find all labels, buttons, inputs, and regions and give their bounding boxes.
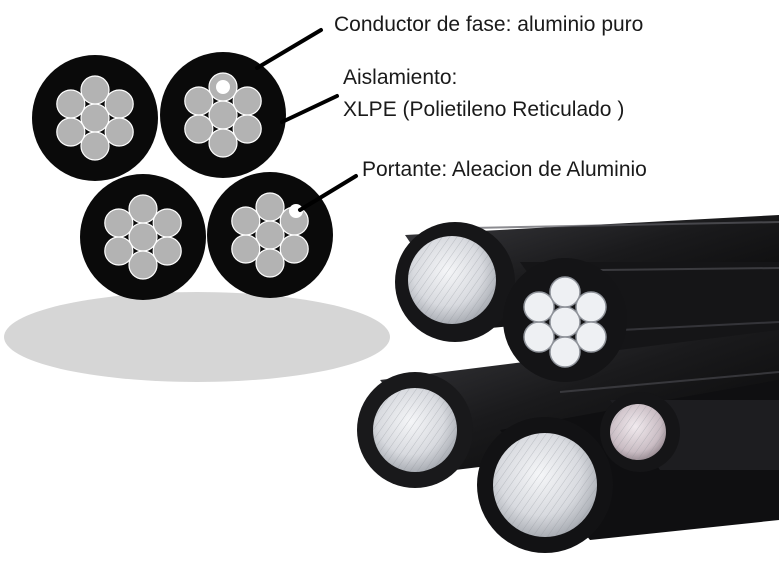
cable-photo <box>357 215 779 553</box>
label-insulation-title: Aislamiento: <box>343 66 458 89</box>
photo-conductor-4 <box>477 417 613 553</box>
photo-conductor-2 <box>503 258 627 382</box>
leader-line-conductor <box>255 28 323 70</box>
photo-conductor-3 <box>357 372 473 488</box>
ground-shadow <box>4 292 390 382</box>
conductor-marker <box>216 80 230 94</box>
label-insulation-description: XLPE (Polietileno Reticulado ) <box>343 98 625 121</box>
cable-phase-1 <box>32 55 158 181</box>
leader-line-carrier <box>298 174 358 212</box>
cable-phase-3 <box>80 174 206 300</box>
label-carrier: Portante: Aleacion de Aluminio <box>362 158 647 181</box>
carrier-marker <box>289 204 303 218</box>
label-phase-conductor: Conductor de fase: aluminio puro <box>334 13 644 36</box>
photo-conductor-small <box>600 392 680 472</box>
schematic-diagram <box>4 28 390 382</box>
leader-line-insulation <box>280 94 339 124</box>
cable-carrier <box>207 172 333 298</box>
photo-conductor-1 <box>395 222 515 342</box>
cable-phase-2 <box>160 52 286 178</box>
